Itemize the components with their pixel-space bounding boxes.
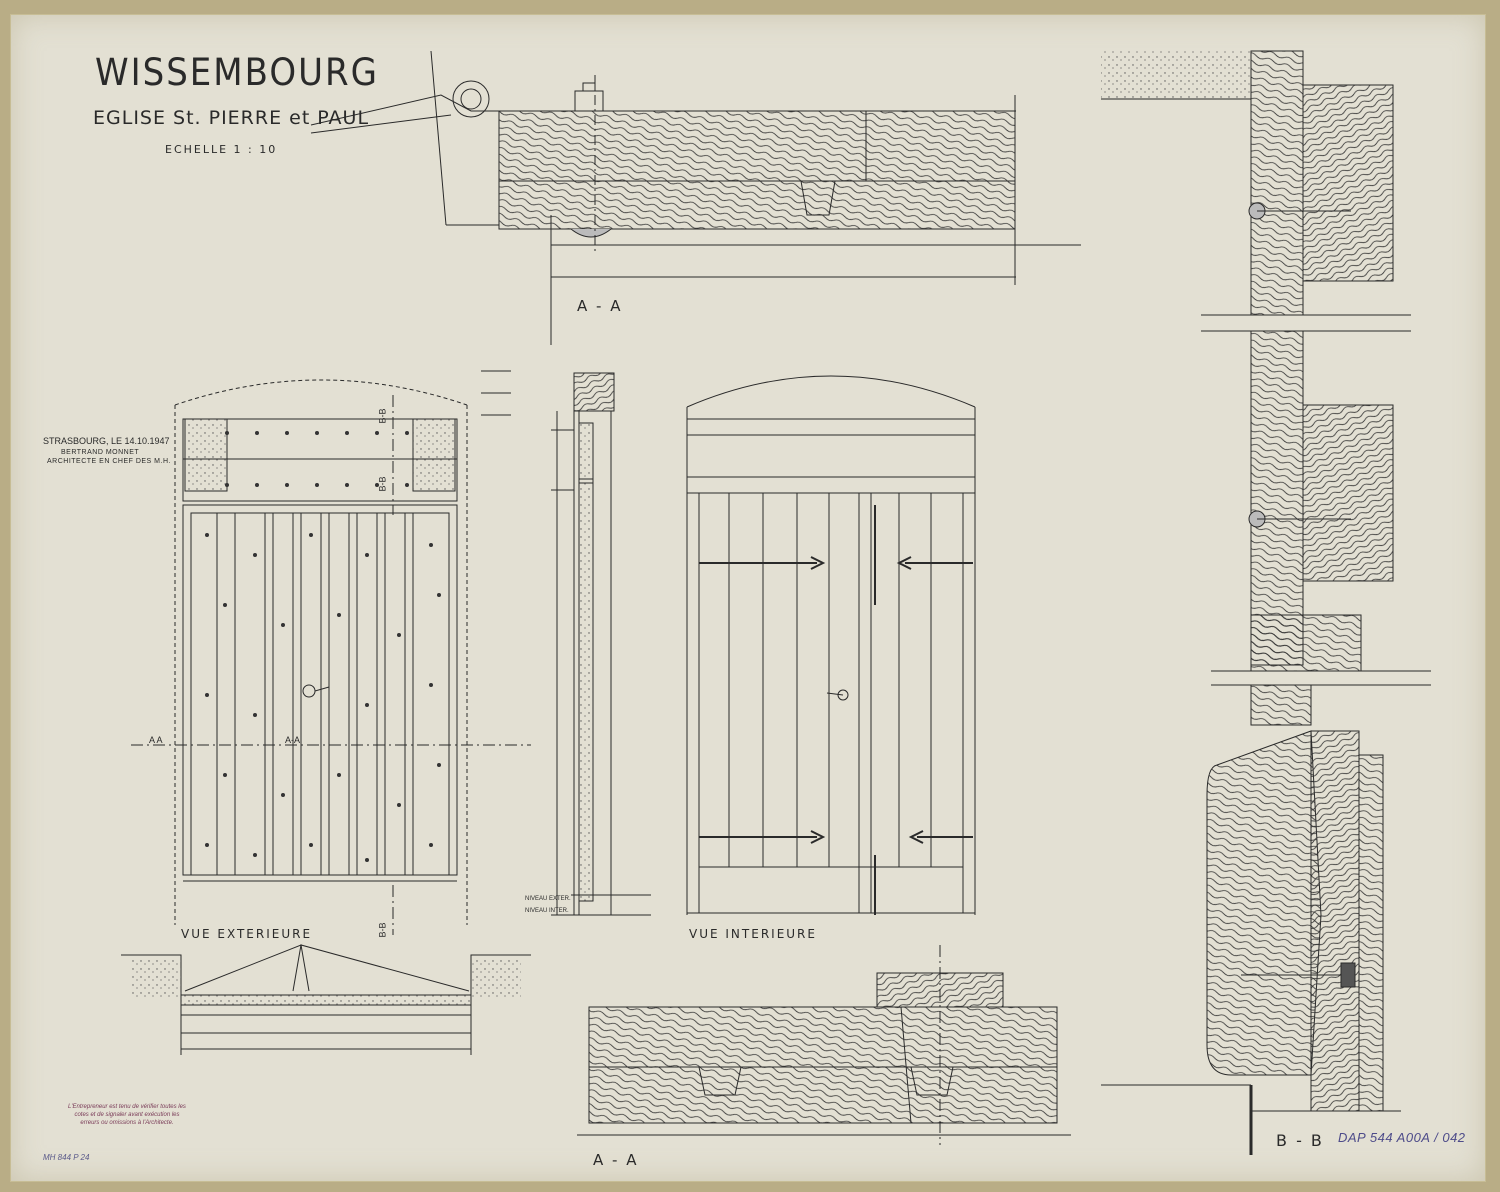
drawing-subtitle: EGLISE St. PIERRE et PAUL bbox=[93, 107, 370, 129]
contractor-notice-stamp: L'Entrepreneur est tenu de vérifier tout… bbox=[68, 1104, 186, 1126]
hinge-pin-icon bbox=[452, 80, 490, 118]
drawing-sheet: WISSEMBOURG EGLISE St. PIERRE et PAUL EC… bbox=[10, 14, 1486, 1182]
section-bb-detail bbox=[1101, 50, 1431, 1155]
section-marker-bb-top: B-B bbox=[377, 408, 388, 424]
signature-name: BERTRAND MONNET bbox=[61, 449, 140, 456]
exterior-view-label: VUE EXTERIEURE bbox=[181, 927, 313, 941]
plan-view bbox=[121, 944, 531, 1055]
vertical-section bbox=[551, 372, 651, 916]
drawing-scale: ECHELLE 1 : 10 bbox=[165, 143, 278, 156]
signature-role: ARCHITECTE EN CHEF DES M.H. bbox=[47, 458, 171, 465]
level-interior-label: NIVEAU INTER. bbox=[525, 908, 569, 914]
section-aa-top-label: A - A bbox=[577, 297, 623, 315]
exterior-planks bbox=[216, 513, 414, 875]
section-aa-top bbox=[310, 50, 1081, 345]
door-handle-icon bbox=[302, 684, 316, 698]
exterior-elevation bbox=[131, 370, 531, 935]
interior-elevation bbox=[686, 375, 976, 915]
level-exterior-label: NIVEAU EXTER. bbox=[525, 896, 571, 902]
signature-place-date: STRASBOURG, LE 14.10.1947 bbox=[43, 436, 170, 446]
sheet-reference: MH 844 P 24 bbox=[43, 1153, 90, 1162]
section-marker-bb-mid: B-B bbox=[377, 476, 388, 492]
section-marker-aa-left: A A bbox=[149, 735, 163, 745]
drawing-title: WISSEMBOURG bbox=[95, 51, 379, 95]
interior-view-label: VUE INTERIEURE bbox=[689, 927, 817, 941]
section-aa-bottom bbox=[577, 945, 1071, 1145]
section-aa-bottom-label: A - A bbox=[593, 1151, 639, 1169]
strap-hinge-icon bbox=[699, 556, 973, 844]
door-handle-icon-interior bbox=[837, 689, 849, 701]
technical-drawing bbox=[121, 50, 1431, 1155]
nail-heads bbox=[205, 431, 441, 862]
bolt-nut-icon bbox=[574, 90, 604, 112]
section-marker-aa-door: A-A bbox=[285, 735, 301, 745]
archive-reference: DAP 544 A00A / 042 bbox=[1338, 1130, 1466, 1145]
section-bb-label: B - B bbox=[1276, 1131, 1324, 1150]
section-marker-bb-bottom: B-B bbox=[377, 922, 388, 938]
